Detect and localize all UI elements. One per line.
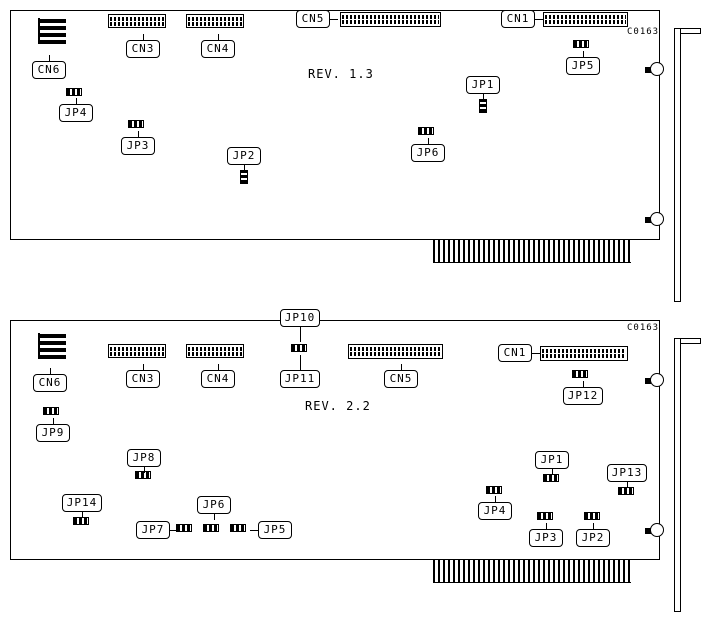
board2-jp10-label: JP10 [280, 309, 320, 342]
board1-jp5-jumper [573, 40, 589, 48]
board2-jp5-jumper [230, 524, 246, 532]
board2-screw-hole-top [650, 373, 664, 387]
board1-cn6-connector [38, 18, 66, 44]
board2-jp9-jumper [43, 407, 59, 415]
board1-cn5-connector [340, 12, 441, 27]
board2-jp3-label: JP3 [529, 523, 563, 547]
board2-jp14-label: JP14 [62, 494, 102, 518]
board1-jp5-label: JP5 [566, 51, 600, 75]
board2-jp8-label: JP8 [127, 449, 161, 473]
board1-revision-text: REV. 1.3 [308, 67, 374, 81]
board1-edge-connector [433, 240, 631, 263]
board2-jp12-label: JP12 [563, 381, 603, 405]
board2-jp1-jumper [543, 474, 559, 482]
board1-outline [10, 10, 660, 240]
board1-jp6-label: JP6 [411, 138, 445, 162]
board1-screw-tab-top [645, 67, 651, 73]
board2-screw-hole-bottom [650, 523, 664, 537]
board2-jp9-label: JP9 [36, 418, 70, 442]
board2-jp10-jumper [291, 344, 307, 352]
board1-jp4-jumper [66, 88, 82, 96]
board2-cn3-connector [108, 344, 166, 358]
board2-cn5-connector [348, 344, 443, 359]
board2-jp4-label: JP4 [478, 496, 512, 520]
board1-jp1-jumper [479, 99, 487, 113]
board2-bracket [674, 338, 681, 612]
board1-jp2-jumper [240, 170, 248, 184]
board2-jp2-jumper [584, 512, 600, 520]
board1-cn1-label: CN1 [501, 10, 543, 28]
board2-screw-tab-top [645, 378, 651, 384]
board1-cn4-label: CN4 [201, 34, 235, 58]
board1-screw-hole-top [650, 62, 664, 76]
board1-jp4-label: JP4 [59, 98, 93, 122]
board2-jp14-jumper [73, 517, 89, 525]
board1-jp3-jumper [128, 120, 144, 128]
board2-cn1-connector [540, 346, 628, 361]
board2-jp6-label: JP6 [197, 496, 231, 520]
board2-jp3-jumper [537, 512, 553, 520]
board1-cn3-label: CN3 [126, 34, 160, 58]
board2-jp5-label: JP5 [250, 521, 292, 539]
board2-cn1-label: CN1 [498, 344, 540, 362]
board2-jp7-jumper [176, 524, 192, 532]
board2-cn4-connector [186, 344, 244, 358]
board2-jp13-jumper [618, 487, 634, 495]
board2-part-code: C0163 [627, 323, 660, 333]
board1-cn3-connector [108, 14, 166, 28]
board1-cn6-label: CN6 [32, 55, 66, 79]
board2-jp2-label: JP2 [576, 523, 610, 547]
board2-jp7-label: JP7 [136, 521, 178, 539]
board1-part-code: C0163 [627, 27, 660, 37]
board2-cn6-label: CN6 [33, 368, 67, 392]
board1-cn1-connector [543, 12, 628, 27]
board1-jp2-label: JP2 [227, 147, 261, 171]
board2-cn6-connector [38, 333, 66, 359]
board2-revision-text: REV. 2.2 [305, 399, 371, 413]
board1-cn4-connector [186, 14, 244, 28]
board1-cn5-label: CN5 [296, 10, 338, 28]
board2-screw-tab-bottom [645, 528, 651, 534]
board2-edge-connector [433, 560, 631, 583]
board2-cn5-label: CN5 [384, 364, 418, 388]
board1-screw-tab-bottom [645, 217, 651, 223]
board2-jp1-label: JP1 [535, 451, 569, 475]
board2-jp4-jumper [486, 486, 502, 494]
board2-jp6-jumper [203, 524, 219, 532]
board1-bracket [674, 28, 681, 302]
board1-jp3-label: JP3 [121, 131, 155, 155]
board2-jp11-label: JP11 [280, 355, 320, 388]
board2-cn4-label: CN4 [201, 364, 235, 388]
board1-jp1-label: JP1 [466, 76, 500, 100]
board2-jp13-label: JP13 [607, 464, 647, 488]
board2-jp12-jumper [572, 370, 588, 378]
board2-cn3-label: CN3 [126, 364, 160, 388]
board1-jp6-jumper [418, 127, 434, 135]
board1-screw-hole-bottom [650, 212, 664, 226]
board2-jp8-jumper [135, 471, 151, 479]
